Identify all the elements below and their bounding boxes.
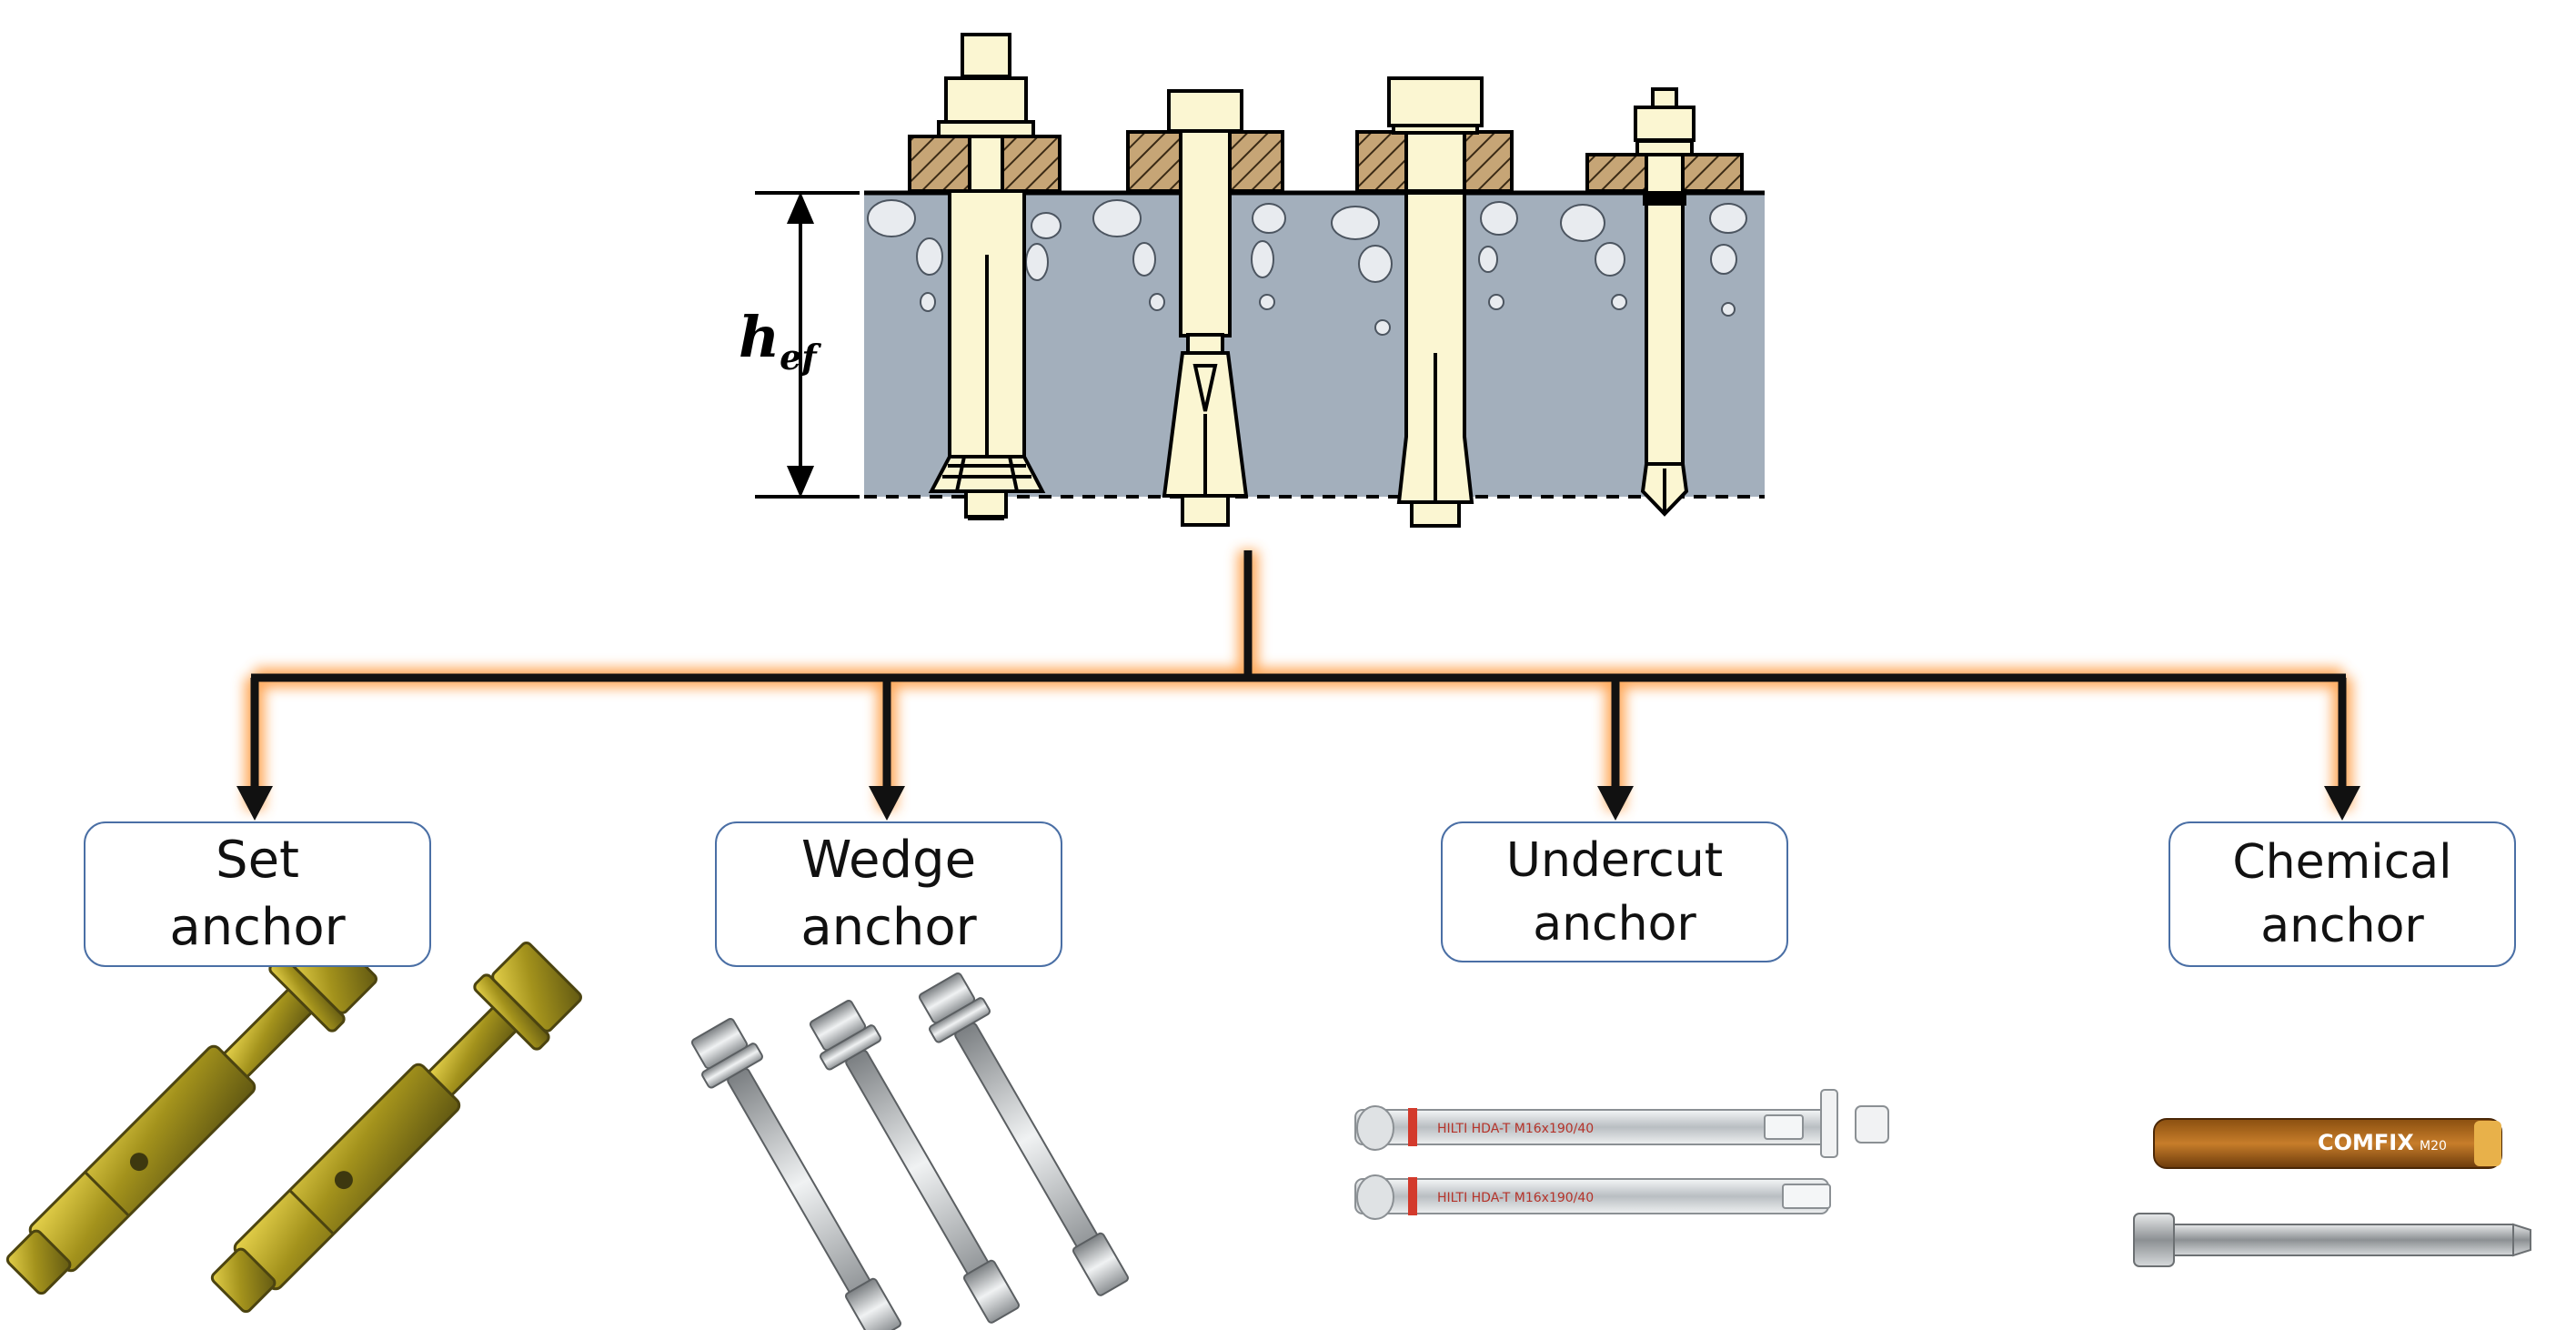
embedment-depth-dimension: [755, 191, 860, 499]
undercut-anchor-label-line1: Undercut: [1505, 832, 1724, 888]
undercut-anchor-photo: HILTI HDA-T M16x190/40 HILTI HDA-T M16x1…: [1354, 1089, 1889, 1220]
undercut-product-print-1: HILTI HDA-T M16x190/40: [1437, 1122, 1594, 1136]
set-anchor-label-line2: anchor: [169, 898, 346, 957]
cross-section-figure: hef: [739, 33, 1765, 528]
set-anchor-photo: [5, 923, 582, 1314]
chemical-anchor-label-line2: anchor: [2260, 899, 2424, 953]
chemical-anchor-label-line1: Chemical: [2232, 835, 2452, 890]
chemical-size-label: M20: [2420, 1139, 2447, 1154]
section-wedge-anchor: [1126, 89, 1284, 527]
wedge-anchor-label-line1: Wedge: [800, 831, 977, 890]
undercut-anchor-box: Undercut anchor: [1441, 821, 1788, 962]
arrowhead-set: [236, 786, 273, 821]
section-set-anchor: [908, 33, 1062, 520]
undercut-anchor-label-line2: anchor: [1533, 896, 1696, 952]
chemical-anchor-box: Chemical anchor: [2168, 821, 2516, 967]
set-anchor-label-line1: Set: [216, 831, 299, 890]
set-anchor-box: Set anchor: [84, 821, 431, 967]
wedge-anchor-photo: [690, 972, 1129, 1330]
chemical-anchor-photo: COMFIX M20: [2133, 1118, 2531, 1267]
embedment-depth-label: hef: [739, 304, 821, 378]
aggregate-stones: [867, 199, 1747, 336]
arrowhead-wedge: [869, 786, 905, 821]
connector-tree: [236, 550, 2360, 821]
arrowhead-undercut: [1597, 786, 1634, 821]
chemical-brand-label: COMFIX: [2318, 1130, 2414, 1155]
wedge-anchor-box: Wedge anchor: [715, 821, 1062, 967]
section-chemical-anchor: [1585, 87, 1744, 517]
section-undercut-anchor: [1355, 76, 1514, 528]
wedge-anchor-label-line2: anchor: [800, 898, 977, 957]
arrowhead-chemical: [2324, 786, 2360, 821]
undercut-product-print-2: HILTI HDA-T M16x190/40: [1437, 1191, 1594, 1205]
